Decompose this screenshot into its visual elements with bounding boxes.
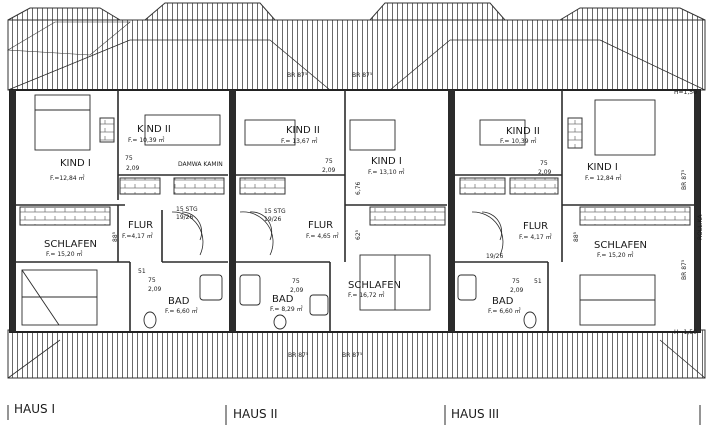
dim-label: 88⁵	[112, 231, 119, 242]
beds	[21, 94, 656, 326]
dim-label: 75	[292, 278, 300, 285]
room-name: BAD	[168, 296, 190, 307]
bath-fixtures	[143, 274, 537, 330]
room-name: KIND I	[371, 156, 402, 167]
room-area: F.= 15,20 ㎡	[46, 250, 82, 258]
height-label: H=1,50	[674, 89, 697, 96]
roof-top	[7, 2, 706, 91]
room-area: F.= 13,67 ㎡	[281, 137, 317, 145]
dim-label: 75	[512, 278, 520, 285]
room-name: FLUR	[308, 220, 333, 231]
room-name: SCHLAFEN	[348, 280, 401, 291]
dim-label: 2,09	[538, 169, 552, 176]
walls-haus-3	[455, 90, 694, 332]
room-name: FLUR	[523, 221, 548, 232]
room-name: BAD	[272, 294, 294, 305]
br-label: BR 87⁵	[342, 352, 363, 359]
stairs-count: 15 STG	[176, 206, 198, 213]
house-label: HAUS II	[233, 407, 278, 421]
room-area: F.= 6,60 ㎡	[165, 307, 198, 315]
dim-label: 2,09	[322, 167, 336, 174]
dim-label: 2,09	[126, 165, 140, 172]
dim-label: 2,09	[148, 286, 162, 293]
room-name: FLUR	[128, 220, 153, 231]
room-labels: KIND I F.=12,84 ㎡ KIND II F.= 10,39 ㎡ SC…	[44, 124, 647, 315]
dim-label: 75	[540, 160, 548, 167]
room-area: F.= 12,84 ㎡	[585, 174, 621, 182]
room-name: KIND II	[286, 125, 320, 136]
dim-label: 51	[534, 278, 542, 285]
br-label: BR 87⁵	[681, 169, 688, 190]
room-area: F.= 4,65 ㎡	[306, 232, 339, 240]
room-name: KIND I	[587, 162, 618, 173]
house-label: HAUS III	[451, 407, 499, 421]
room-area: F.= 10,39 ㎡	[500, 137, 536, 145]
dim-label: 2,09	[290, 287, 304, 294]
dim-label: 62⁵	[355, 229, 362, 240]
room-name: KIND II	[137, 124, 171, 135]
br-label: BR 87⁵	[681, 259, 688, 280]
room-area: F.= 13,10 ㎡	[368, 168, 404, 176]
room-area: F.= 10,39 ㎡	[128, 136, 164, 144]
stairs-ratio: 19/26	[264, 216, 281, 223]
roof-bottom	[7, 329, 706, 379]
height-label: H=1,50	[674, 329, 697, 336]
rollka-label: ROLL.KA	[697, 214, 704, 240]
br-label: BR 87⁵	[287, 72, 308, 79]
room-name: SCHLAFEN	[594, 240, 647, 251]
room-area: F.= 8,29 ㎡	[270, 305, 303, 313]
dim-label: 2,09	[510, 287, 524, 294]
br-label: BR 87⁵	[288, 352, 309, 359]
stairs	[171, 211, 504, 256]
room-area: F.=12,84 ㎡	[50, 174, 85, 182]
room-name: SCHLAFEN	[44, 239, 97, 250]
stairs-count: 15 STG	[264, 208, 286, 215]
walls-haus-2	[236, 90, 447, 332]
room-name: BAD	[492, 296, 514, 307]
stairs-ratio: 19/26	[486, 253, 503, 260]
br-label: BR 87⁵	[352, 72, 373, 79]
room-area: F.=4,17 ㎡	[122, 232, 153, 240]
stairs-ratio: 19/26	[176, 214, 193, 221]
room-name: KIND I	[60, 158, 91, 169]
dim-label: 75	[325, 158, 333, 165]
dim-label: 75	[125, 155, 133, 162]
wardrobes	[19, 117, 691, 226]
house-label: HAUS I	[14, 402, 55, 416]
walls-haus-1	[16, 90, 228, 332]
room-area: F.= 16,72 ㎡	[348, 291, 384, 299]
annotations: BR 87⁵ BR 87⁵ BR 87⁵ BR 87⁵ H=1,50 H=1,5…	[112, 72, 704, 359]
dim-label: 75	[148, 277, 156, 284]
kamin-label: DAMWA KAMIN	[178, 161, 223, 168]
room-area: F.= 15,20 ㎡	[597, 251, 633, 259]
house-labels: HAUS I HAUS II HAUS III	[7, 402, 701, 425]
dim-label: 6,76	[355, 181, 362, 195]
room-name: KIND II	[506, 126, 540, 137]
room-area: F.= 4,17 ㎡	[519, 233, 552, 241]
dim-label: 88⁵	[573, 231, 580, 242]
room-area: F.= 6,60 ㎡	[488, 307, 521, 315]
dim-label: 51	[138, 268, 146, 275]
